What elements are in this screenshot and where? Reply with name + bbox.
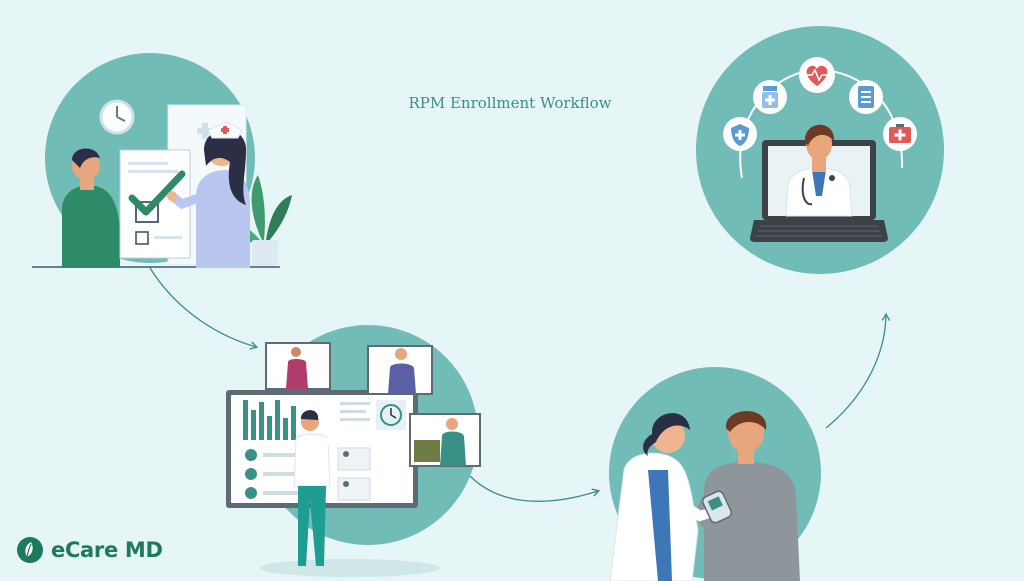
arrow-step2-to-step3 [469, 475, 601, 502]
clinician-figure [609, 413, 717, 581]
clock-icon [99, 99, 135, 135]
step-1-illustration [32, 53, 292, 268]
nurse-figure [167, 121, 250, 268]
medical-report-icon [849, 80, 883, 114]
leaf-logo-icon [17, 537, 43, 563]
video-caller-3 [409, 413, 481, 467]
clock-icon [376, 400, 406, 430]
brand-logo: eCare MD [16, 534, 163, 566]
doctor-figure [785, 124, 853, 217]
first-aid-kit-icon [883, 117, 917, 151]
arrow-step1-to-step2 [149, 267, 259, 350]
video-caller-1 [265, 342, 331, 390]
video-caller-2 [367, 345, 433, 395]
heart-rate-icon [799, 57, 835, 93]
step-4-illustration [696, 26, 944, 274]
diagram-title: RPM Enrollment Workflow [408, 94, 612, 112]
step-2-illustration [226, 325, 481, 577]
pulse-oximeter-icon [702, 490, 732, 524]
step-3-illustration [609, 367, 821, 581]
checkmark-icon [128, 170, 186, 216]
shield-icon [723, 117, 757, 151]
medicine-bottle-icon [753, 80, 787, 114]
brand-name: eCare MD [51, 538, 163, 562]
flow-arrows [149, 267, 891, 502]
bar-chart-icon [243, 400, 296, 440]
user-list [245, 449, 301, 499]
presenter-figure [293, 410, 370, 566]
arrow-step3-to-step4 [825, 312, 891, 429]
